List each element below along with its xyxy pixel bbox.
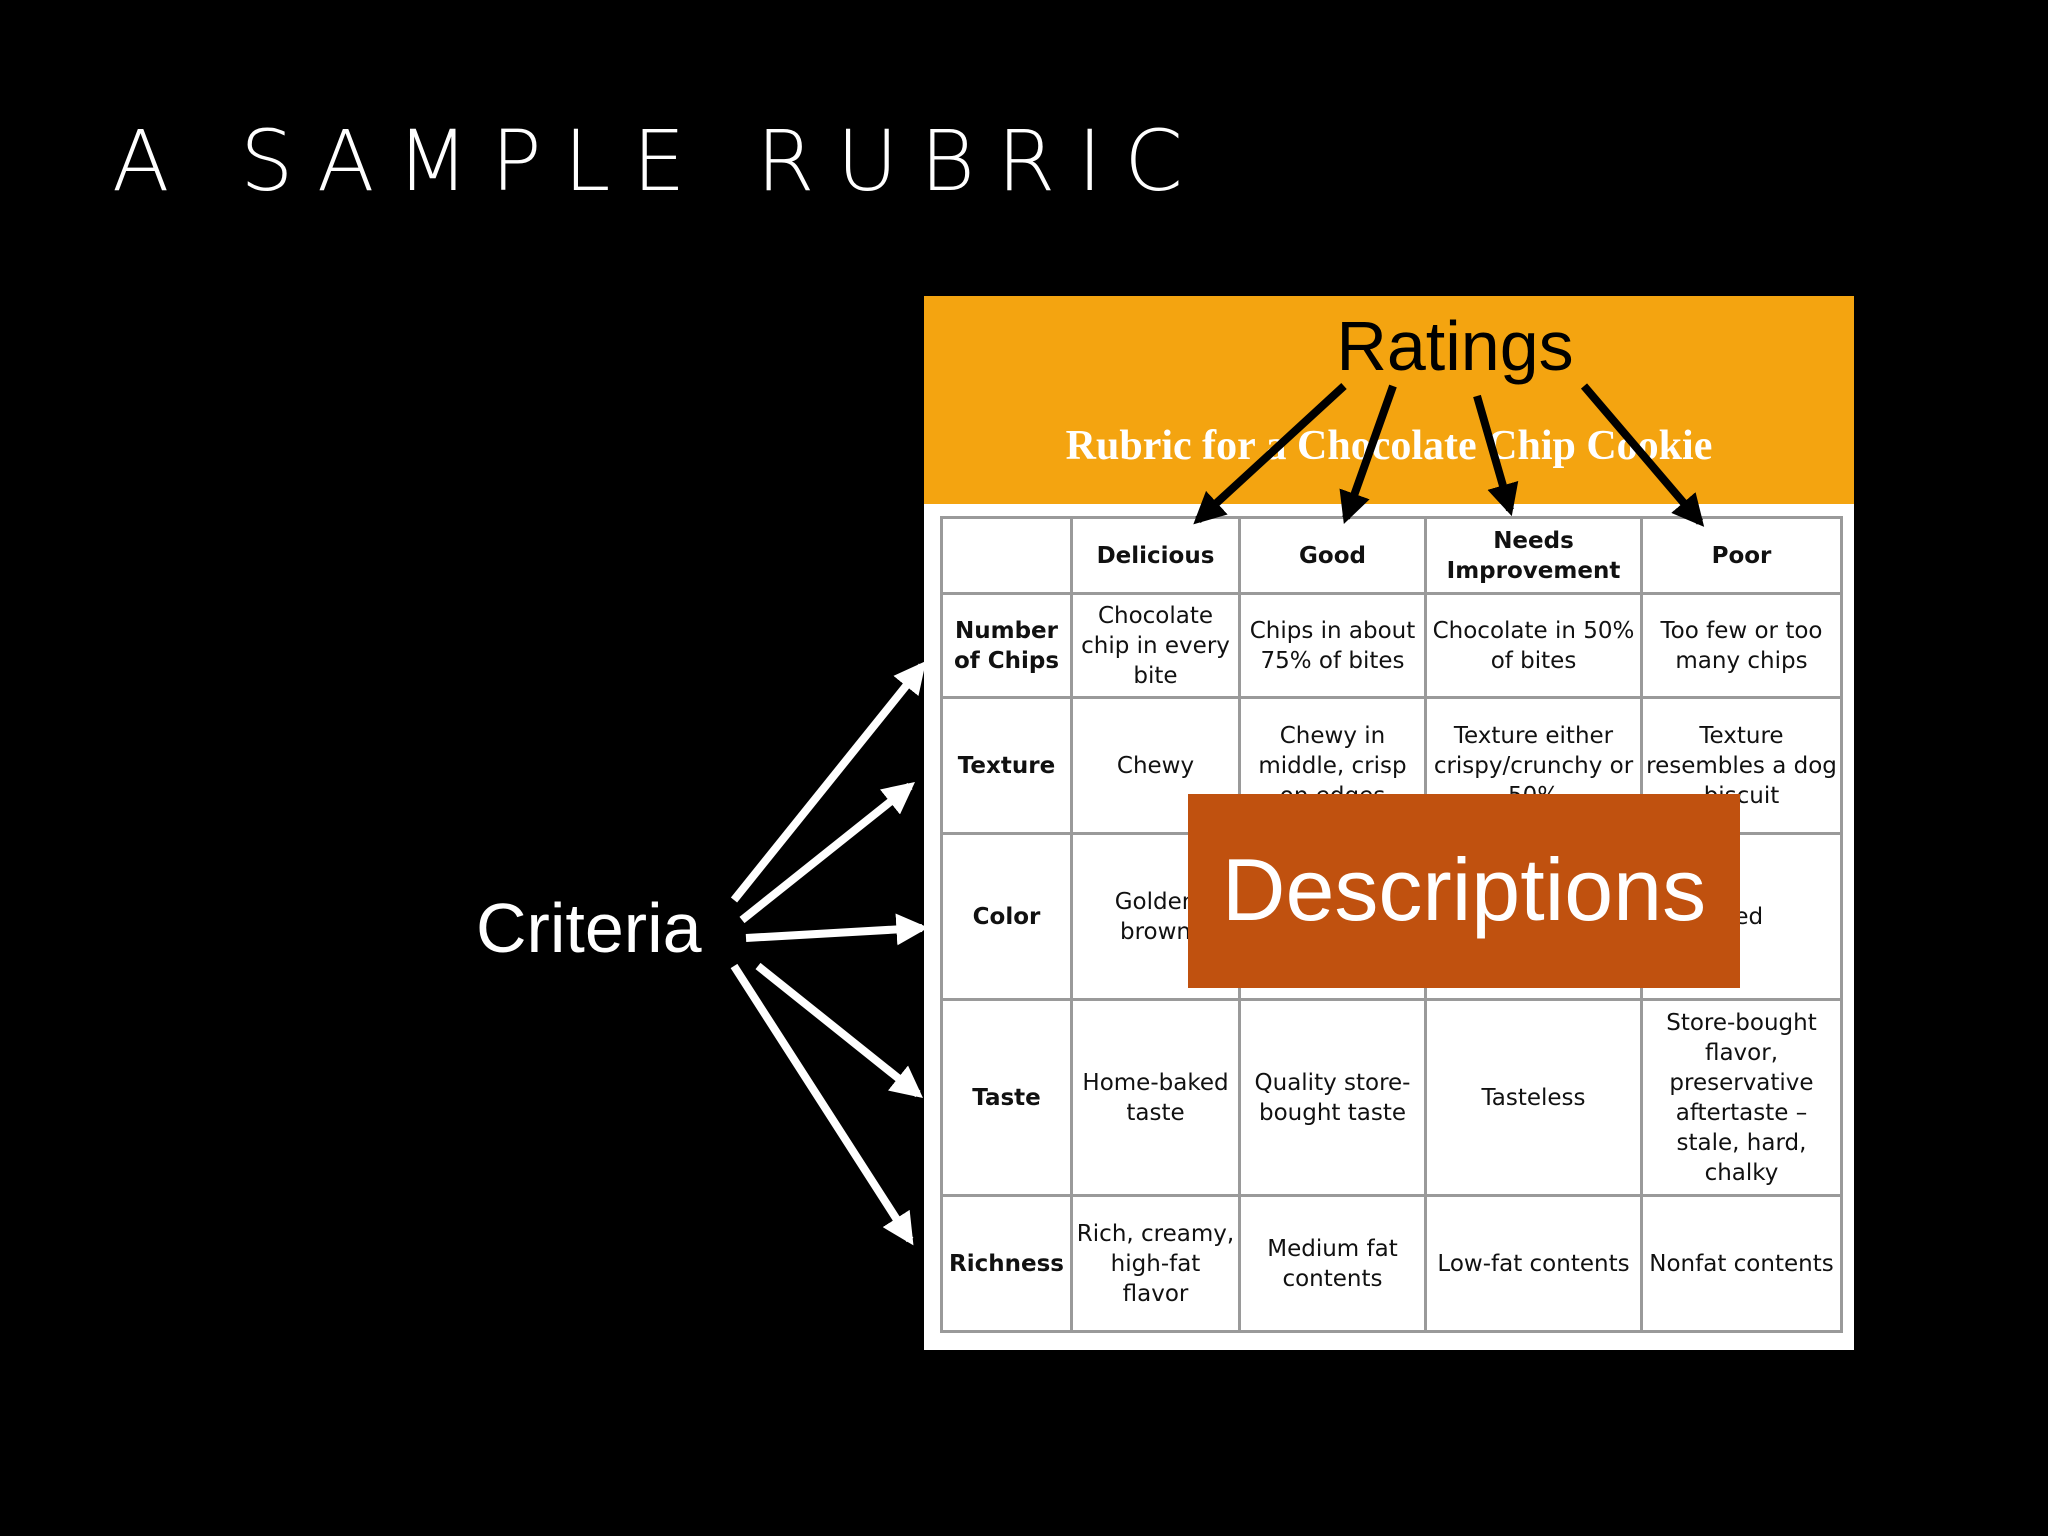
criterion-taste: Taste <box>940 998 1073 1197</box>
rubric-header: Ratings Rubric for a Chocolate Chip Cook… <box>924 296 1854 504</box>
table-cell: Store-bought flavor, preservative aftert… <box>1640 998 1843 1197</box>
rating-header-delicious: Delicious <box>1070 516 1241 595</box>
criterion-texture: Texture <box>940 696 1073 835</box>
table-cell: Low-fat contents <box>1424 1194 1643 1333</box>
table-cell: Nonfat contents <box>1640 1194 1843 1333</box>
table-cell: Chewy <box>1070 696 1241 835</box>
criteria-label: Criteria <box>476 889 702 967</box>
table-cell: Chocolate chip in every bite <box>1070 592 1241 699</box>
ratings-label: Ratings <box>1336 307 1574 385</box>
rating-header-needs-improvement: Needs Improvement <box>1424 516 1643 595</box>
criteria-arrow-taste <box>755 962 923 1098</box>
criteria-arrows <box>730 661 929 1246</box>
table-cell: Home-baked taste <box>1070 998 1241 1197</box>
criteria-arrow-texture <box>739 782 916 924</box>
rating-header-poor: Poor <box>1640 516 1843 595</box>
table-cell: Quality store-bought taste <box>1238 998 1427 1197</box>
table-cell: Rich, creamy, high-fat flavor <box>1070 1194 1241 1333</box>
rubric-title: Rubric for a Chocolate Chip Cookie <box>1065 423 1713 469</box>
criteria-arrow-number-of-chips <box>730 661 927 903</box>
slide-title: A SAMPLE RUBRIC <box>112 112 1205 210</box>
criterion-color: Color <box>940 832 1073 1001</box>
criteria-arrow-color <box>745 913 929 946</box>
criterion-richness: Richness <box>940 1194 1073 1333</box>
table-row: Texture Chewy Chewy in middle, crisp on … <box>940 696 1843 835</box>
table-cell: Chips in about 75% of bites <box>1238 592 1427 699</box>
descriptions-callout: Descriptions <box>1188 794 1740 988</box>
rating-header-good: Good <box>1238 516 1427 595</box>
table-row: Number of Chips Chocolate chip in every … <box>940 592 1843 699</box>
table-cell: Medium fat contents <box>1238 1194 1427 1333</box>
header-row: Delicious Good Needs Improvement Poor <box>940 516 1843 595</box>
table-cell: Tasteless <box>1424 998 1643 1197</box>
descriptions-label: Descriptions <box>1221 840 1707 939</box>
criterion-number-of-chips: Number of Chips <box>940 592 1073 699</box>
table-cell: Too few or too many chips <box>1640 592 1843 699</box>
corner-cell <box>940 516 1073 595</box>
table-cell: Chocolate in 50% of bites <box>1424 592 1643 699</box>
table-row: Richness Rich, creamy, high-fat flavor M… <box>940 1194 1843 1333</box>
criteria-arrow-richness <box>730 963 914 1246</box>
table-row: Taste Home-baked taste Quality store-bou… <box>940 998 1843 1197</box>
